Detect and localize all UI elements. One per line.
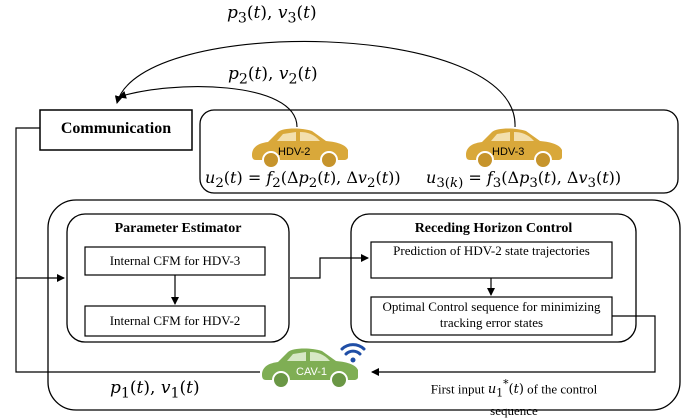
control-output-arrow: [371, 315, 656, 376]
cav1-car-icon: [262, 348, 358, 389]
internal-cfm-hdv3-box: [84, 246, 266, 276]
hdv2-to-communication-arrow: [118, 86, 298, 128]
hdv3-to-communication-arrow: [114, 41, 516, 128]
cav-state-path: [15, 278, 260, 373]
hdv3-car-icon: [466, 128, 562, 169]
hdv2-car-icon: [252, 128, 348, 169]
parameter-estimator-box: [66, 213, 290, 343]
optimal-control-box: [370, 296, 613, 336]
hdv-group-box: [199, 109, 679, 194]
wifi-icon: [340, 343, 366, 363]
communication-to-estimator-arrow: [15, 127, 65, 282]
estimator-to-rhc-arrow: [290, 254, 369, 279]
communication-box: [39, 109, 193, 151]
internal-cfm-hdv2-box: [84, 305, 266, 337]
prediction-box: [370, 241, 613, 279]
rhc-box: [350, 213, 637, 343]
cav-controller-box: [47, 199, 681, 411]
